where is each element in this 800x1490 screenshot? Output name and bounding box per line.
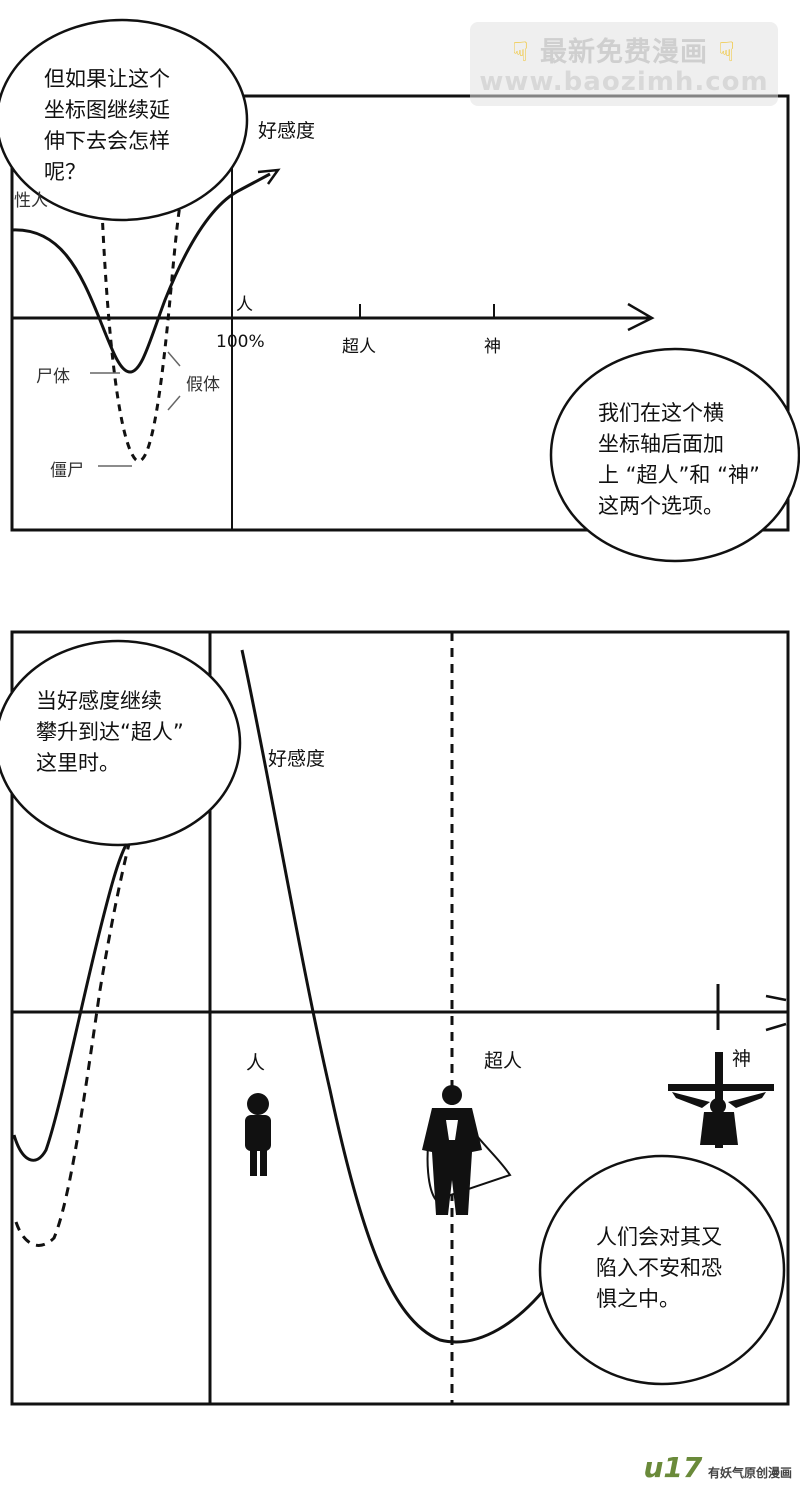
- panel-2: [0, 630, 790, 1406]
- panel-1-label-zombie: 僵尸: [50, 461, 84, 481]
- watermark-url: www.baozimh.com: [479, 67, 769, 97]
- superman-silhouette-icon: [422, 1085, 512, 1215]
- panel-1-x-arrowhead: [627, 302, 655, 332]
- panel-2-speech-bubble-left: [0, 639, 242, 847]
- panel-2-curve-solid-main: [240, 649, 550, 1344]
- panel-2-curve-solid-left: [12, 844, 128, 1162]
- u17-subtitle: 有妖气原创漫画: [707, 1466, 792, 1480]
- panel-2-speech-bubble-right: [538, 1154, 786, 1386]
- watermark-top[interactable]: ☟ 最新免费漫画 ☟ www.baozimh.com: [470, 22, 778, 106]
- panel-2-x-label-god: 神: [732, 1048, 752, 1070]
- panel-1-frame: [10, 94, 790, 532]
- panel-1-bubble-right-text: 我们在这个横 坐标轴后面加 上 “超人”和 “神” 这两个选项。: [598, 401, 760, 518]
- panel-2-bubble-right-text: 人们会对其又 陷入不安和恐 惧之中。: [596, 1225, 722, 1311]
- panel-2-x-arrow-bottom: [765, 1022, 787, 1032]
- panel-1-x-tick-100: 100%: [216, 332, 265, 352]
- panel-2-x-label-superman: 超人: [484, 1050, 523, 1072]
- panel-1-curve-solid: [11, 172, 271, 374]
- human-silhouette-icon: [245, 1093, 271, 1176]
- panel-1-speech-bubble-top: [0, 18, 249, 222]
- panel-2-x-arrow-top: [765, 994, 787, 1002]
- panel-1-y-axis-label: 好感度: [258, 120, 316, 142]
- panel-1-bubble-top-text: 但如果让这个 坐标图继续延 伸下去会怎样 呢？: [44, 67, 170, 184]
- watermark-title-text: 最新免费漫画: [540, 37, 708, 68]
- pointing-hand-icon: ☟: [718, 37, 736, 68]
- panel-1-label-fake: 假体: [186, 375, 220, 395]
- panel-1-x-tick-god: 神: [484, 337, 501, 357]
- crucifix-silhouette-icon: [668, 1052, 774, 1148]
- panel-2-curve-dashed: [14, 839, 132, 1247]
- panel-1-curve-dashed: [100, 204, 182, 463]
- panel-1-label-partial: 性人: [14, 191, 48, 211]
- panel-2-x-label-human: 人: [246, 1052, 266, 1074]
- watermark-bottom: u17 有妖气原创漫画: [644, 1451, 793, 1484]
- panel-1-curve-arrowhead: [257, 168, 281, 185]
- panel-1-speech-bubble-right: [549, 347, 800, 563]
- panel-1: [0, 18, 800, 563]
- panel-1-fake-leader-b: [167, 395, 181, 411]
- pointing-hand-icon: ☟: [512, 37, 530, 68]
- panel-1-label-corpse: 尸体: [36, 367, 70, 387]
- panel-1-x-tick-superman: 超人: [342, 337, 376, 357]
- panel-2-frame: [10, 630, 790, 1406]
- panel-1-x-tick-human: 人: [236, 295, 253, 315]
- panel-1-fake-leader-a: [167, 351, 181, 367]
- watermark-title: ☟ 最新免费漫画 ☟: [470, 30, 778, 69]
- panel-2-bubble-left-text: 当好感度继续 攀升到达“超人” 这里时。: [36, 689, 184, 775]
- u17-logo: u17: [643, 1451, 703, 1484]
- panel-2-y-axis-label: 好感度: [268, 748, 326, 770]
